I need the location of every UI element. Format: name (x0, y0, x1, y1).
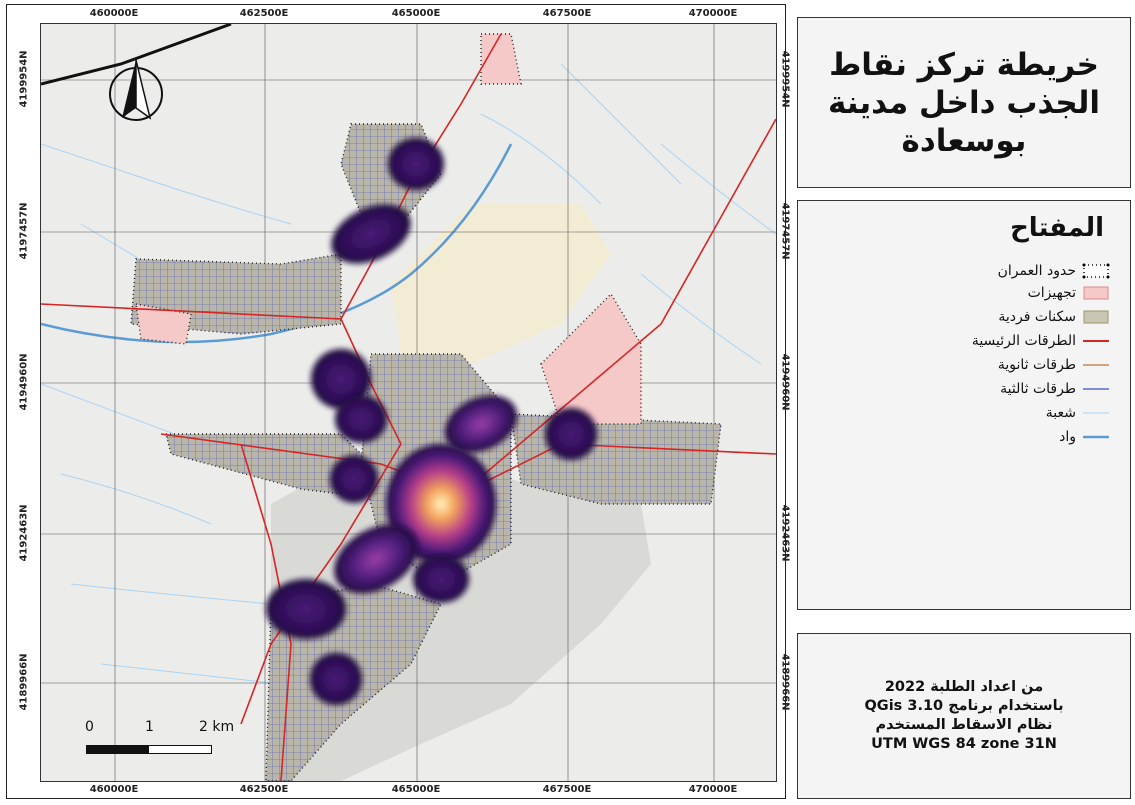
facilities-symbol (1083, 286, 1109, 300)
credit-line-1: من اعداد الطلبة 2022 (884, 679, 1044, 695)
title-line-3: بوسعادة (901, 122, 1027, 159)
legend-label-housing: سكنات فردية (998, 309, 1076, 325)
legend-item-housing: سكنات فردية (998, 305, 1110, 329)
legend-item-tertiary-roads: طرقات ثالثية (1000, 377, 1110, 401)
coord-top-5: 470000E (688, 8, 738, 19)
coord-right-1: 4199954N (779, 50, 791, 108)
coord-top-3: 465000E (391, 8, 441, 19)
north-arrow-icon (109, 59, 163, 121)
title-panel: خريطة تركز نقاط الجذب داخل مدينة بوسعادة (797, 17, 1131, 188)
coord-right-4: 4192463N (779, 504, 791, 562)
legend-label-wadi: واد (1059, 429, 1076, 445)
scale-label-1: 1 (145, 719, 154, 735)
credits-text: من اعداد الطلبة 2022 باستخدام برنامج QGi… (864, 678, 1063, 754)
credit-line-2: باستخدام برنامج QGis 3.10 (864, 698, 1064, 714)
coord-bottom-2: 462500E (239, 784, 289, 795)
scale-label-2: 2 km (199, 719, 235, 735)
coord-bottom-1: 460000E (89, 784, 139, 795)
stream-symbol (1083, 412, 1109, 414)
map-svg (41, 24, 776, 781)
coord-left-1: 4199954N (18, 50, 30, 108)
credit-line-4: UTM WGS 84 zone 31N (871, 736, 1057, 752)
coord-bottom-3: 465000E (391, 784, 441, 795)
scale-bar: 0 1 2 km (81, 719, 251, 759)
map-canvas[interactable]: 0 1 2 km (40, 23, 777, 782)
open-land (391, 204, 611, 364)
credits-panel: من اعداد الطلبة 2022 باستخدام برنامج QGi… (797, 633, 1131, 799)
wadi-symbol (1083, 435, 1109, 439)
housing-symbol (1083, 310, 1109, 324)
heatmap (266, 138, 597, 705)
credit-line-3: نظام الاسقاط المستخدم (875, 717, 1053, 733)
coord-top-2: 462500E (239, 8, 289, 19)
legend-label-tertiary-roads: طرقات ثالثية (1000, 381, 1076, 397)
coord-top-4: 467500E (542, 8, 592, 19)
legend-item-facilities: تجهيزات (1028, 281, 1110, 305)
streams (41, 63, 776, 685)
legend-item-boundary: حدود العمران (998, 259, 1110, 283)
map-title: خريطة تركز نقاط الجذب داخل مدينة بوسعادة (828, 46, 1100, 160)
coord-left-2: 4197457N (18, 202, 30, 260)
legend-title: المفتاح (1010, 213, 1104, 243)
legend-item-stream: شعبة (1046, 401, 1110, 425)
main-road-symbol (1083, 340, 1109, 342)
coord-left-5: 4189966N (18, 653, 30, 711)
coord-bottom-5: 470000E (688, 784, 738, 795)
coord-left-4: 4192463N (18, 504, 30, 562)
coord-right-2: 4197457N (779, 202, 791, 260)
legend-label-main-roads: الطرقات الرئيسية (971, 333, 1076, 349)
tertiary-road-symbol (1083, 388, 1109, 390)
coord-right-3: 4194960N (779, 353, 791, 411)
boundary-symbol (1082, 263, 1110, 279)
coord-right-5: 4189966N (779, 653, 791, 711)
legend-item-main-roads: الطرقات الرئيسية (972, 329, 1110, 353)
title-line-2: الجذب داخل مدينة (828, 84, 1100, 121)
legend-label-facilities: تجهيزات (1027, 285, 1076, 301)
national-road (41, 24, 232, 86)
scale-label-0: 0 (85, 719, 94, 735)
legend-item-secondary-roads: طرقات ثانوية (998, 353, 1110, 377)
secondary-road-symbol (1083, 364, 1109, 366)
map-frame: 460000E 462500E 465000E 467500E 470000E … (6, 4, 791, 799)
coord-bottom-4: 467500E (542, 784, 592, 795)
legend-item-wadi: واد (1059, 425, 1110, 449)
legend-label-stream: شعبة (1045, 405, 1076, 421)
legend-label-secondary-roads: طرقات ثانوية (997, 357, 1076, 373)
coord-top-1: 460000E (89, 8, 139, 19)
legend-panel: المفتاح حدود العمران تجهيزات سكنات فردية… (797, 200, 1131, 610)
coord-left-3: 4194960N (18, 353, 30, 411)
legend-label-boundary: حدود العمران (997, 263, 1076, 279)
title-line-1: خريطة تركز نقاط (829, 46, 1099, 83)
